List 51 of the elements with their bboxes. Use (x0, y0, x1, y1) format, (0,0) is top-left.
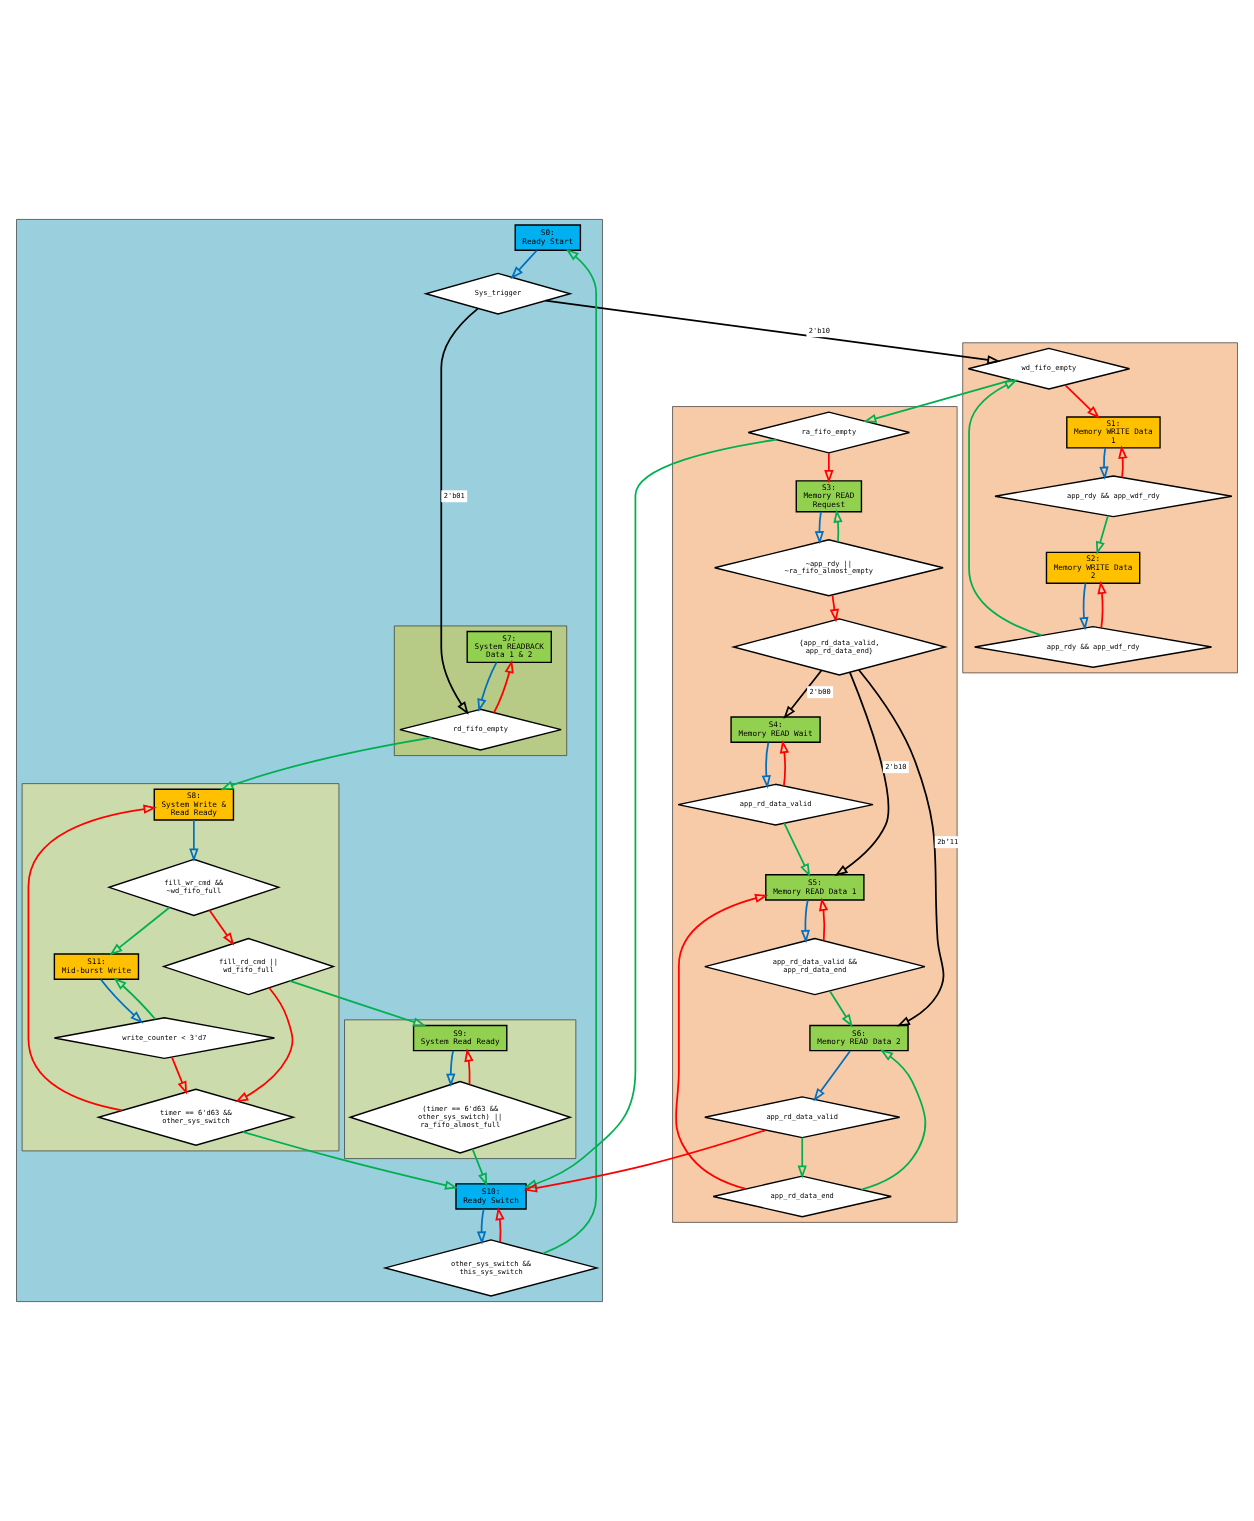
arrow (235, 987, 294, 1103)
arrow (510, 249, 538, 280)
arrow (797, 1136, 807, 1179)
arrow (113, 977, 157, 1021)
arrow (833, 509, 843, 543)
arrow (1099, 447, 1109, 480)
arrow (1095, 514, 1109, 555)
arrow (476, 1208, 487, 1245)
arrow (824, 452, 834, 484)
arrow (858, 669, 945, 1027)
arrow (288, 980, 427, 1027)
arrow (495, 1206, 505, 1243)
arrow (464, 1048, 474, 1086)
arrow (100, 978, 144, 1024)
arrow (242, 1131, 459, 1190)
arrow (542, 248, 598, 1255)
arrow (783, 822, 811, 878)
arrow (860, 1049, 927, 1191)
arrow (829, 594, 839, 623)
arrow (544, 299, 1001, 365)
arrow (477, 661, 498, 712)
arrow (863, 378, 1013, 423)
arrow (1118, 445, 1128, 479)
arrow (471, 1148, 488, 1187)
arrow (523, 1129, 767, 1193)
arrow (220, 736, 433, 791)
arrow (1097, 580, 1107, 629)
arrow (818, 897, 829, 942)
arrow (814, 510, 825, 545)
arrow (1079, 582, 1089, 631)
cluster (962, 342, 1238, 674)
arrow (800, 899, 811, 944)
arrow (834, 671, 890, 877)
arrow (208, 909, 235, 946)
arrow (968, 379, 1043, 637)
arrow (27, 804, 157, 1112)
arrow (189, 819, 199, 862)
arrow (828, 990, 853, 1028)
arrow (493, 659, 514, 714)
arrow (779, 739, 790, 787)
arrow (783, 669, 823, 720)
arrow (523, 438, 778, 1189)
arrow (813, 1050, 851, 1102)
arrow (446, 1050, 456, 1087)
cluster (393, 625, 568, 756)
arrow (109, 906, 171, 956)
cluster (21, 783, 340, 1152)
arrow (761, 741, 771, 789)
arrow (1064, 384, 1100, 419)
arrow (171, 1056, 188, 1095)
arrow (675, 893, 769, 1190)
